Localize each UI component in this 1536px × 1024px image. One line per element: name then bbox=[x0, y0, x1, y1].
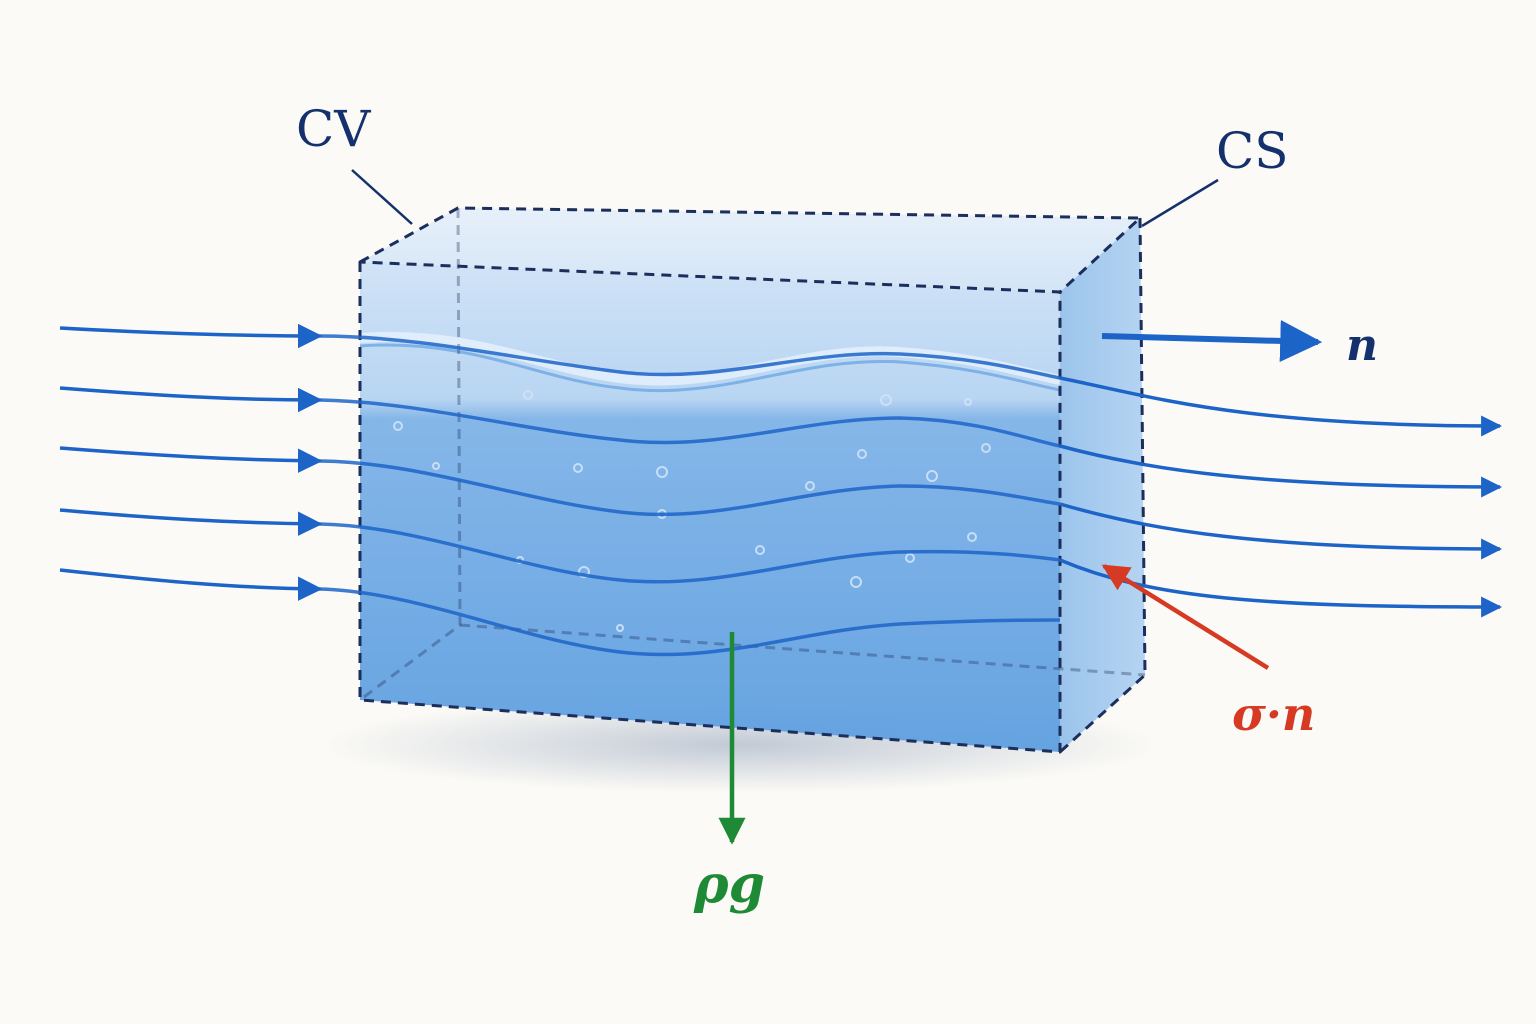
inner-streamline-4 bbox=[319, 522, 1061, 584]
inner-streamline-2 bbox=[319, 398, 1061, 448]
inlet-streamline-4 bbox=[59, 508, 323, 537]
box-front-face bbox=[360, 262, 1060, 752]
cs-leader-line bbox=[1141, 178, 1219, 228]
stress-arrow-icon bbox=[1101, 564, 1270, 670]
box-side-face bbox=[1060, 218, 1145, 752]
cs-label: CS bbox=[1216, 122, 1289, 180]
inner-streamline-3 bbox=[319, 459, 1061, 517]
body-force-label: ρg bbox=[693, 854, 765, 915]
normal-arrow-icon bbox=[1101, 319, 1323, 362]
free-surface-edge bbox=[359, 343, 1061, 393]
inlet-streamline-3 bbox=[59, 446, 323, 474]
cv-label: CV bbox=[296, 100, 371, 158]
control-volume-box bbox=[359, 208, 1145, 752]
outlet-streamline-2 bbox=[1059, 444, 1503, 498]
inlet-streamline-2 bbox=[59, 386, 323, 413]
outlet-streamline-4 bbox=[1059, 558, 1503, 618]
normal-vector-label: n bbox=[1346, 320, 1378, 371]
inlet-streamline-1 bbox=[59, 323, 323, 349]
inner-streamline-5 bbox=[319, 587, 1061, 657]
box-top-face bbox=[360, 208, 1140, 292]
surface-stress-label: σ·n bbox=[1232, 687, 1315, 741]
cv-leader-line bbox=[351, 169, 413, 225]
inlet-streamline-5 bbox=[59, 568, 323, 602]
streamlines bbox=[59, 323, 1503, 657]
outlet-streamline-3 bbox=[1059, 502, 1503, 560]
outlet-streamline-1 bbox=[1059, 376, 1503, 437]
inner-streamline-1 bbox=[319, 334, 1061, 380]
